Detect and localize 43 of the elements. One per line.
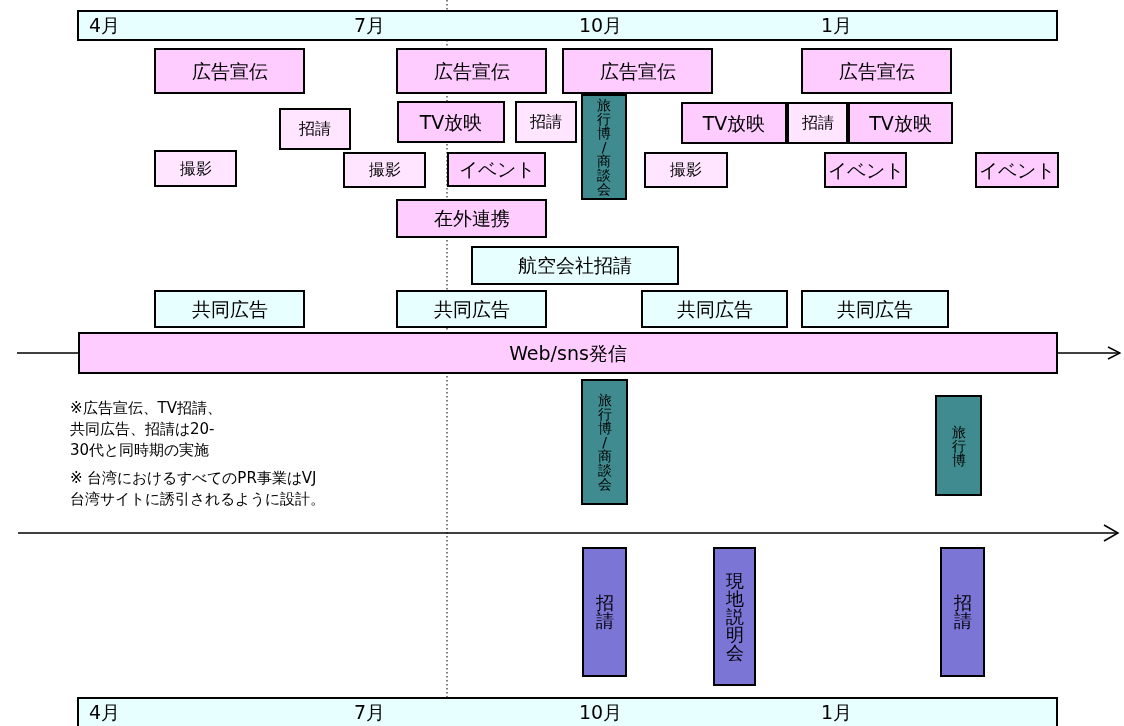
fair-box: 旅行博/商談会: [581, 94, 627, 200]
ad-box: TV放映: [681, 102, 787, 144]
month-bar: [77, 697, 1058, 726]
ad-box: イベント: [447, 152, 546, 187]
fair-box: 旅行博/商談会: [581, 379, 628, 505]
fair-box: 旅行博: [935, 395, 982, 496]
invite-box: 現地説明会: [713, 547, 756, 686]
joint-ad-box: 航空会社招請: [471, 246, 679, 285]
line: [16, 352, 79, 354]
month-label: 1月: [821, 701, 853, 724]
invite-box: 招請: [940, 547, 985, 677]
invite-box: 招請: [515, 101, 577, 143]
month-bar: [77, 10, 1058, 41]
month-label: 7月: [354, 14, 386, 37]
month-label: 4月: [89, 14, 121, 37]
invite-box: 撮影: [154, 150, 237, 187]
invite-box: 招請: [787, 102, 848, 144]
joint-ad-box: 共同広告: [801, 290, 949, 328]
invite-box: 招請: [582, 547, 627, 677]
invite-box: 招請: [279, 108, 351, 150]
invite-box: 撮影: [644, 152, 728, 188]
ad-box: 広告宣伝: [396, 48, 547, 94]
ad-box: 在外連携: [396, 199, 547, 238]
joint-ad-box: 共同広告: [396, 290, 547, 328]
note-text: ※広告宣伝、TV招請、共同広告、招請は20-30代と同時期の実施: [70, 398, 223, 461]
month-label: 10月: [579, 701, 623, 724]
joint-ad-box: 共同広告: [641, 290, 788, 328]
month-label: 7月: [354, 701, 386, 724]
ad-box: 広告宣伝: [154, 48, 305, 94]
ad-box: 広告宣伝: [801, 48, 952, 94]
arrow: [1057, 346, 1121, 360]
invite-box: 撮影: [343, 152, 426, 188]
month-label: 10月: [579, 14, 623, 37]
ad-box: 広告宣伝: [562, 48, 713, 94]
note-text: ※ 台湾におけるすべてのPR事業はVJ台湾サイトに誘引されるように設計。: [70, 468, 325, 510]
ad-box: イベント: [824, 152, 907, 188]
ad-box: イベント: [975, 152, 1059, 188]
ad-box: TV放映: [848, 102, 953, 144]
joint-ad-box: 共同広告: [154, 290, 305, 328]
ad-box: TV放映: [397, 101, 505, 143]
month-label: 4月: [89, 701, 121, 724]
month-label: 1月: [821, 14, 853, 37]
web-bar: Web/sns発信: [78, 332, 1058, 374]
